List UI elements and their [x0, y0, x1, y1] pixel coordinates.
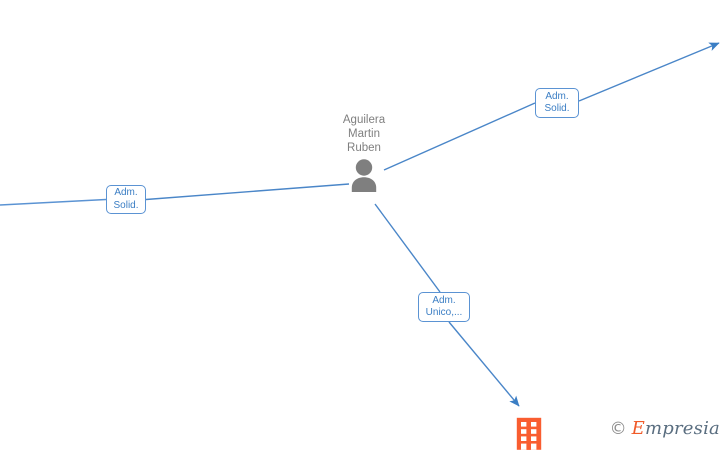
edge-upper-right-inner	[383, 102, 536, 171]
edge-lower-right-outer	[448, 321, 520, 407]
node-company-building[interactable]	[516, 417, 542, 450]
edge-lower-right-inner	[374, 203, 441, 293]
empresia-watermark: © Empresia	[610, 420, 720, 438]
edge-upper-right-outer	[578, 42, 720, 102]
edge-left-outer	[0, 198, 107, 206]
edge-label-lower-right[interactable]: Adm. Unico,...	[418, 292, 470, 322]
copyright-icon: ©	[609, 418, 627, 439]
person-silhouette-icon	[351, 159, 377, 192]
person-node-label: Aguilera Martin Ruben	[342, 114, 386, 154]
edge-label-left[interactable]: Adm. Solid.	[106, 185, 146, 214]
brand-remainder: mpresia	[645, 418, 720, 439]
node-person-aguilera-martin-ruben[interactable]: Aguilera Martin Ruben	[304, 113, 424, 192]
edge-label-upper-right[interactable]: Adm. Solid.	[535, 88, 579, 118]
building-icon	[516, 417, 542, 450]
brand-initial: E	[631, 418, 646, 439]
brand-name: Empresia	[632, 420, 720, 438]
edge-left-inner	[145, 183, 350, 201]
